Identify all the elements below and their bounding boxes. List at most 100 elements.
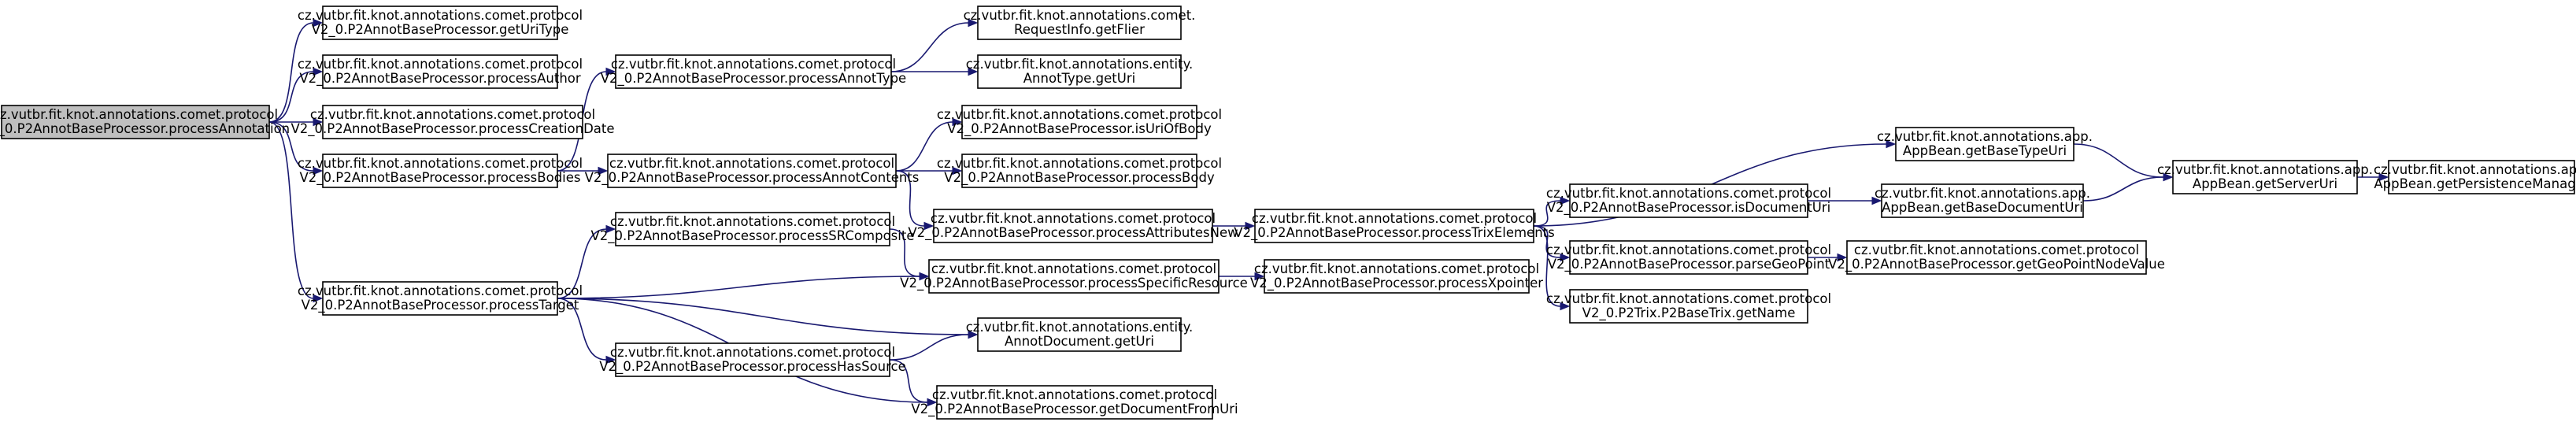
node-box [607,154,897,188]
edge-arrowhead [968,67,979,76]
node-label-line-1: cz.vutbr.fit.knot.annotations.comet.prot… [609,156,894,171]
edge-arrowhead [952,166,963,176]
node-process-xpointer[interactable]: cz.vutbr.fit.knot.annotations.comet.prot… [1250,259,1543,294]
node-box [961,105,1197,139]
edge-process-bodies-to-process-annot-contents [557,166,609,176]
node-process-annotation[interactable]: cz.vutbr.fit.knot.annotations.comet.prot… [0,105,290,139]
node-annot-type-get-uri[interactable]: cz.vutbr.fit.knot.annotations.entity.Ann… [966,54,1194,89]
node-process-annot-type[interactable]: cz.vutbr.fit.knot.annotations.comet.prot… [601,54,906,89]
edge-arrowhead [313,67,324,76]
node-box [1846,240,2147,275]
edge-arrowhead [923,221,935,231]
edge-line [557,228,607,299]
node-box [615,54,892,89]
edge-arrowhead [1560,253,1571,262]
edge-process-annotation-to-process-author [268,67,324,123]
node-get-uri-type[interactable]: cz.vutbr.fit.knot.annotations.comet.prot… [298,6,583,40]
edge-line [268,22,314,123]
node-box [1264,259,1530,294]
node-annot-document-get-uri[interactable]: cz.vutbr.fit.knot.annotations.entity.Ann… [966,317,1194,352]
node-process-target[interactable]: cz.vutbr.fit.knot.annotations.comet.prot… [298,281,583,316]
edge-arrowhead [605,67,616,76]
node-label-line-2: V2_0.P2AnnotBaseProcessor.processBodies [300,170,581,186]
node-request-info-get-flier[interactable]: cz.vutbr.fit.knot.annotations.comet.Requ… [964,6,1196,40]
node-label-line-1: cz.vutbr.fit.knot.annotations.app. [2374,162,2576,177]
edge-process-trix-elements-to-base-trix-get-name [1533,225,1571,311]
node-label-line-1: cz.vutbr.fit.knot.annotations.comet.prot… [610,345,895,360]
node-label-line-2: V2_0.P2Trix.P2BaseTrix.getName [1582,305,1796,321]
node-box [1569,240,1808,275]
node-process-author[interactable]: cz.vutbr.fit.knot.annotations.comet.prot… [298,54,583,89]
edge-arrowhead [952,117,963,127]
edge-arrowhead [1560,196,1571,205]
node-box [322,105,583,139]
node-label-line-2: V2_0.P2AnnotBaseProcessor.processBody [944,170,1215,186]
node-process-bodies[interactable]: cz.vutbr.fit.knot.annotations.comet.prot… [298,154,583,188]
node-get-base-type-uri[interactable]: cz.vutbr.fit.knot.annotations.app.AppBea… [1877,127,2093,161]
edge-arrowhead [927,398,938,407]
node-is-uri-of-body[interactable]: cz.vutbr.fit.knot.annotations.comet.prot… [937,105,1222,139]
node-label-line-2: AppBean.getBaseDocumentUri [1882,200,2083,215]
node-process-annot-contents[interactable]: cz.vutbr.fit.knot.annotations.comet.prot… [585,154,920,188]
node-label-line-1: cz.vutbr.fit.knot.annotations.comet.prot… [298,283,583,298]
edge-line [2082,176,2164,202]
node-process-specific-resource[interactable]: cz.vutbr.fit.knot.annotations.comet.prot… [900,259,1248,294]
node-label-line-2: V2_0.P2AnnotBaseProcessor.parseGeoPoint [1548,257,1830,272]
node-get-base-document-uri[interactable]: cz.vutbr.fit.knot.annotations.app.AppBea… [1875,183,2090,218]
node-box [1569,289,1808,324]
edge-line [2073,143,2164,178]
node-box [977,317,1182,352]
node-label-line-2: AnnotType.getUri [1023,71,1135,86]
node-get-persistence-manager[interactable]: cz.vutbr.fit.knot.annotations.app.AppBea… [2374,160,2576,194]
edge-arrowhead [605,224,616,234]
edge-arrowhead [1254,272,1265,281]
node-label-line-2: V2_0.P2AnnotBaseProcessor.isDocumentUri [1547,200,1830,216]
node-label-line-1: cz.vutbr.fit.knot.annotations.comet.prot… [932,387,1217,402]
edge-arrowhead [968,18,979,28]
node-box [1,105,270,139]
node-process-attributes-new[interactable]: cz.vutbr.fit.knot.annotations.comet.prot… [908,209,1238,243]
node-label-line-1: cz.vutbr.fit.knot.annotations.comet. [964,8,1196,23]
node-process-has-source[interactable]: cz.vutbr.fit.knot.annotations.comet.prot… [599,342,906,377]
edge-line [889,359,928,403]
node-label-line-1: cz.vutbr.fit.knot.annotations.entity. [966,320,1194,335]
edge-process-annot-contents-to-process-attributes-new [895,170,935,231]
edge-arrowhead [2378,172,2389,182]
node-label-line-1: cz.vutbr.fit.knot.annotations.comet.prot… [298,156,583,171]
node-label-line-2: V2_0.P2AnnotBaseProcessor.processAnnotTy… [601,71,906,87]
node-process-trix-elements[interactable]: cz.vutbr.fit.knot.annotations.comet.prot… [1234,209,1555,243]
node-label-line-2: V2_0.P2AnnotBaseProcessor.processXpointe… [1250,276,1543,291]
node-is-document-uri[interactable]: cz.vutbr.fit.knot.annotations.comet.prot… [1546,183,1831,218]
node-parse-geo-point[interactable]: cz.vutbr.fit.knot.annotations.comet.prot… [1546,240,1831,275]
edge-arrowhead [313,117,324,127]
node-box [928,259,1220,294]
node-label-line-2: V2_0.P2AnnotBaseProcessor.processAnnotCo… [585,170,920,186]
node-process-sr-composite[interactable]: cz.vutbr.fit.knot.annotations.comet.prot… [591,212,915,246]
node-get-geo-point-node-value[interactable]: cz.vutbr.fit.knot.annotations.comet.prot… [1828,240,2165,275]
node-get-document-from-uri[interactable]: cz.vutbr.fit.knot.annotations.comet.prot… [911,385,1238,420]
node-label-line-1: cz.vutbr.fit.knot.annotations.comet.prot… [1854,242,2139,257]
node-label-line-2: RequestInfo.getFlier [1014,22,1145,37]
node-label-line-1: cz.vutbr.fit.knot.annotations.comet.prot… [298,8,583,23]
edge-line [1533,200,1561,227]
edge-process-annotation-to-process-target [268,121,324,303]
edge-arrowhead [598,166,609,176]
node-label-line-2: AppBean.getBaseTypeUri [1903,143,2067,158]
edge-arrowhead [1886,139,1897,149]
edge-arrowhead [968,330,979,339]
node-get-server-uri[interactable]: cz.vutbr.fit.knot.annotations.app.AppBea… [2157,160,2373,194]
edge-line [889,334,969,361]
node-label-line-2: V2_0.P2AnnotBaseProcessor.processAttribu… [908,225,1238,241]
node-label-line-2: AppBean.getPersistenceManager [2374,176,2576,191]
edge-arrowhead [313,166,324,176]
node-box [961,154,1197,188]
node-label-line-2: V2_0.P2AnnotBaseProcessor.getUriType [312,22,569,38]
edge-process-trix-elements-to-is-document-uri [1533,196,1571,227]
node-process-body[interactable]: cz.vutbr.fit.knot.annotations.comet.prot… [937,154,1222,188]
node-label-line-1: cz.vutbr.fit.knot.annotations.comet.prot… [298,57,583,72]
node-base-trix-get-name[interactable]: cz.vutbr.fit.knot.annotations.comet.prot… [1546,289,1831,324]
node-box [322,154,558,188]
node-process-creation-date[interactable]: cz.vutbr.fit.knot.annotations.comet.prot… [291,105,615,139]
node-box [1569,183,1808,218]
node-box [1254,209,1534,243]
